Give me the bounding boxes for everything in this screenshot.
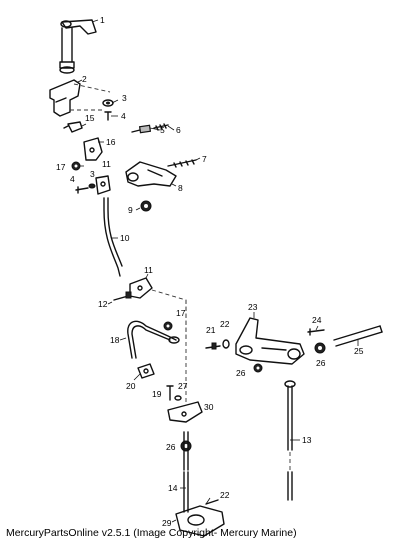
callout-3: 3 [122, 93, 127, 103]
callout-3-lower: 3 [90, 169, 95, 179]
callout-7: 7 [202, 154, 207, 164]
part-22-washer [222, 339, 230, 349]
part-22-lower-washer [205, 499, 219, 505]
callout-22-lower: 22 [220, 490, 230, 500]
callout-15: 15 [85, 113, 95, 123]
part-11-lower-connector [129, 277, 153, 299]
callout-26-lower: 26 [166, 442, 176, 452]
part-8-arm [125, 161, 177, 187]
part-9-nut [140, 200, 152, 212]
part-29-base-bracket [175, 505, 225, 537]
callout-25: 25 [354, 346, 364, 356]
part-26-nut-right [314, 342, 326, 354]
callout-17-lower: 17 [176, 308, 186, 318]
callout-19: 19 [152, 389, 162, 399]
part-30-lever [167, 401, 203, 423]
callout-30: 30 [204, 402, 214, 412]
callout-8: 8 [178, 183, 183, 193]
callout-1: 1 [100, 15, 105, 25]
part-17-nut [71, 161, 81, 171]
part-19-screw [166, 385, 174, 401]
callout-27: 27 [178, 381, 188, 391]
part-16-plate [83, 137, 103, 161]
callout-11-lower: 11 [144, 265, 153, 275]
part-1-shift-lever [59, 19, 97, 74]
callout-13: 13 [302, 435, 312, 445]
callout-23: 23 [248, 302, 258, 312]
callout-labels: 1 2 3 4 15 5 6 16 17 11 7 3 4 8 9 10 11 … [56, 15, 364, 528]
part-20-clamp [137, 363, 155, 379]
callout-26-left: 26 [236, 368, 246, 378]
callout-4: 4 [121, 111, 126, 121]
part-4-lower-screw [75, 186, 89, 194]
part-3-lower-washer [88, 183, 96, 189]
part-14-rod [183, 431, 189, 513]
callout-2: 2 [82, 74, 87, 84]
part-24-pin [307, 328, 325, 336]
callout-29: 29 [162, 518, 172, 528]
image-copyright-footer: MercuryPartsOnline v2.5.1 (Image Copyrig… [6, 527, 297, 539]
callout-22: 22 [220, 319, 230, 329]
callout-20: 20 [126, 381, 136, 391]
part-17-lower-nut [163, 321, 173, 331]
callout-12: 12 [98, 299, 108, 309]
part-7-stud [167, 159, 197, 168]
callout-24: 24 [312, 315, 322, 325]
part-13-rod [284, 380, 296, 501]
part-26-nut-left [253, 363, 263, 373]
part-18-link-rod [127, 289, 187, 359]
part-4-screw [104, 111, 112, 121]
part-23-bellcrank [235, 317, 305, 365]
leader-lines [77, 19, 359, 523]
callout-21: 21 [206, 325, 216, 335]
callout-11: 11 [102, 159, 111, 169]
part-3-washer [102, 99, 114, 107]
part-11-upper-connector [95, 175, 111, 195]
part-10-cable [103, 197, 123, 277]
part-12-bolt [113, 291, 132, 301]
callout-16: 16 [106, 137, 116, 147]
callout-17: 17 [56, 162, 66, 172]
callout-10: 10 [120, 233, 130, 243]
callout-9: 9 [128, 205, 133, 215]
part-15-clip [63, 121, 83, 133]
callout-5: 5 [160, 125, 165, 135]
callout-4-lower: 4 [70, 174, 75, 184]
callout-6: 6 [176, 125, 181, 135]
part-27-washer [174, 395, 182, 401]
part-25-shaft [333, 325, 383, 347]
part-26-nut-lower [180, 440, 192, 452]
part-5-pin [131, 124, 152, 134]
part-21-screw [205, 342, 221, 350]
callout-26-right: 26 [316, 358, 326, 368]
part-2-bracket [49, 79, 111, 117]
callout-18: 18 [110, 335, 120, 345]
callout-14: 14 [168, 483, 178, 493]
